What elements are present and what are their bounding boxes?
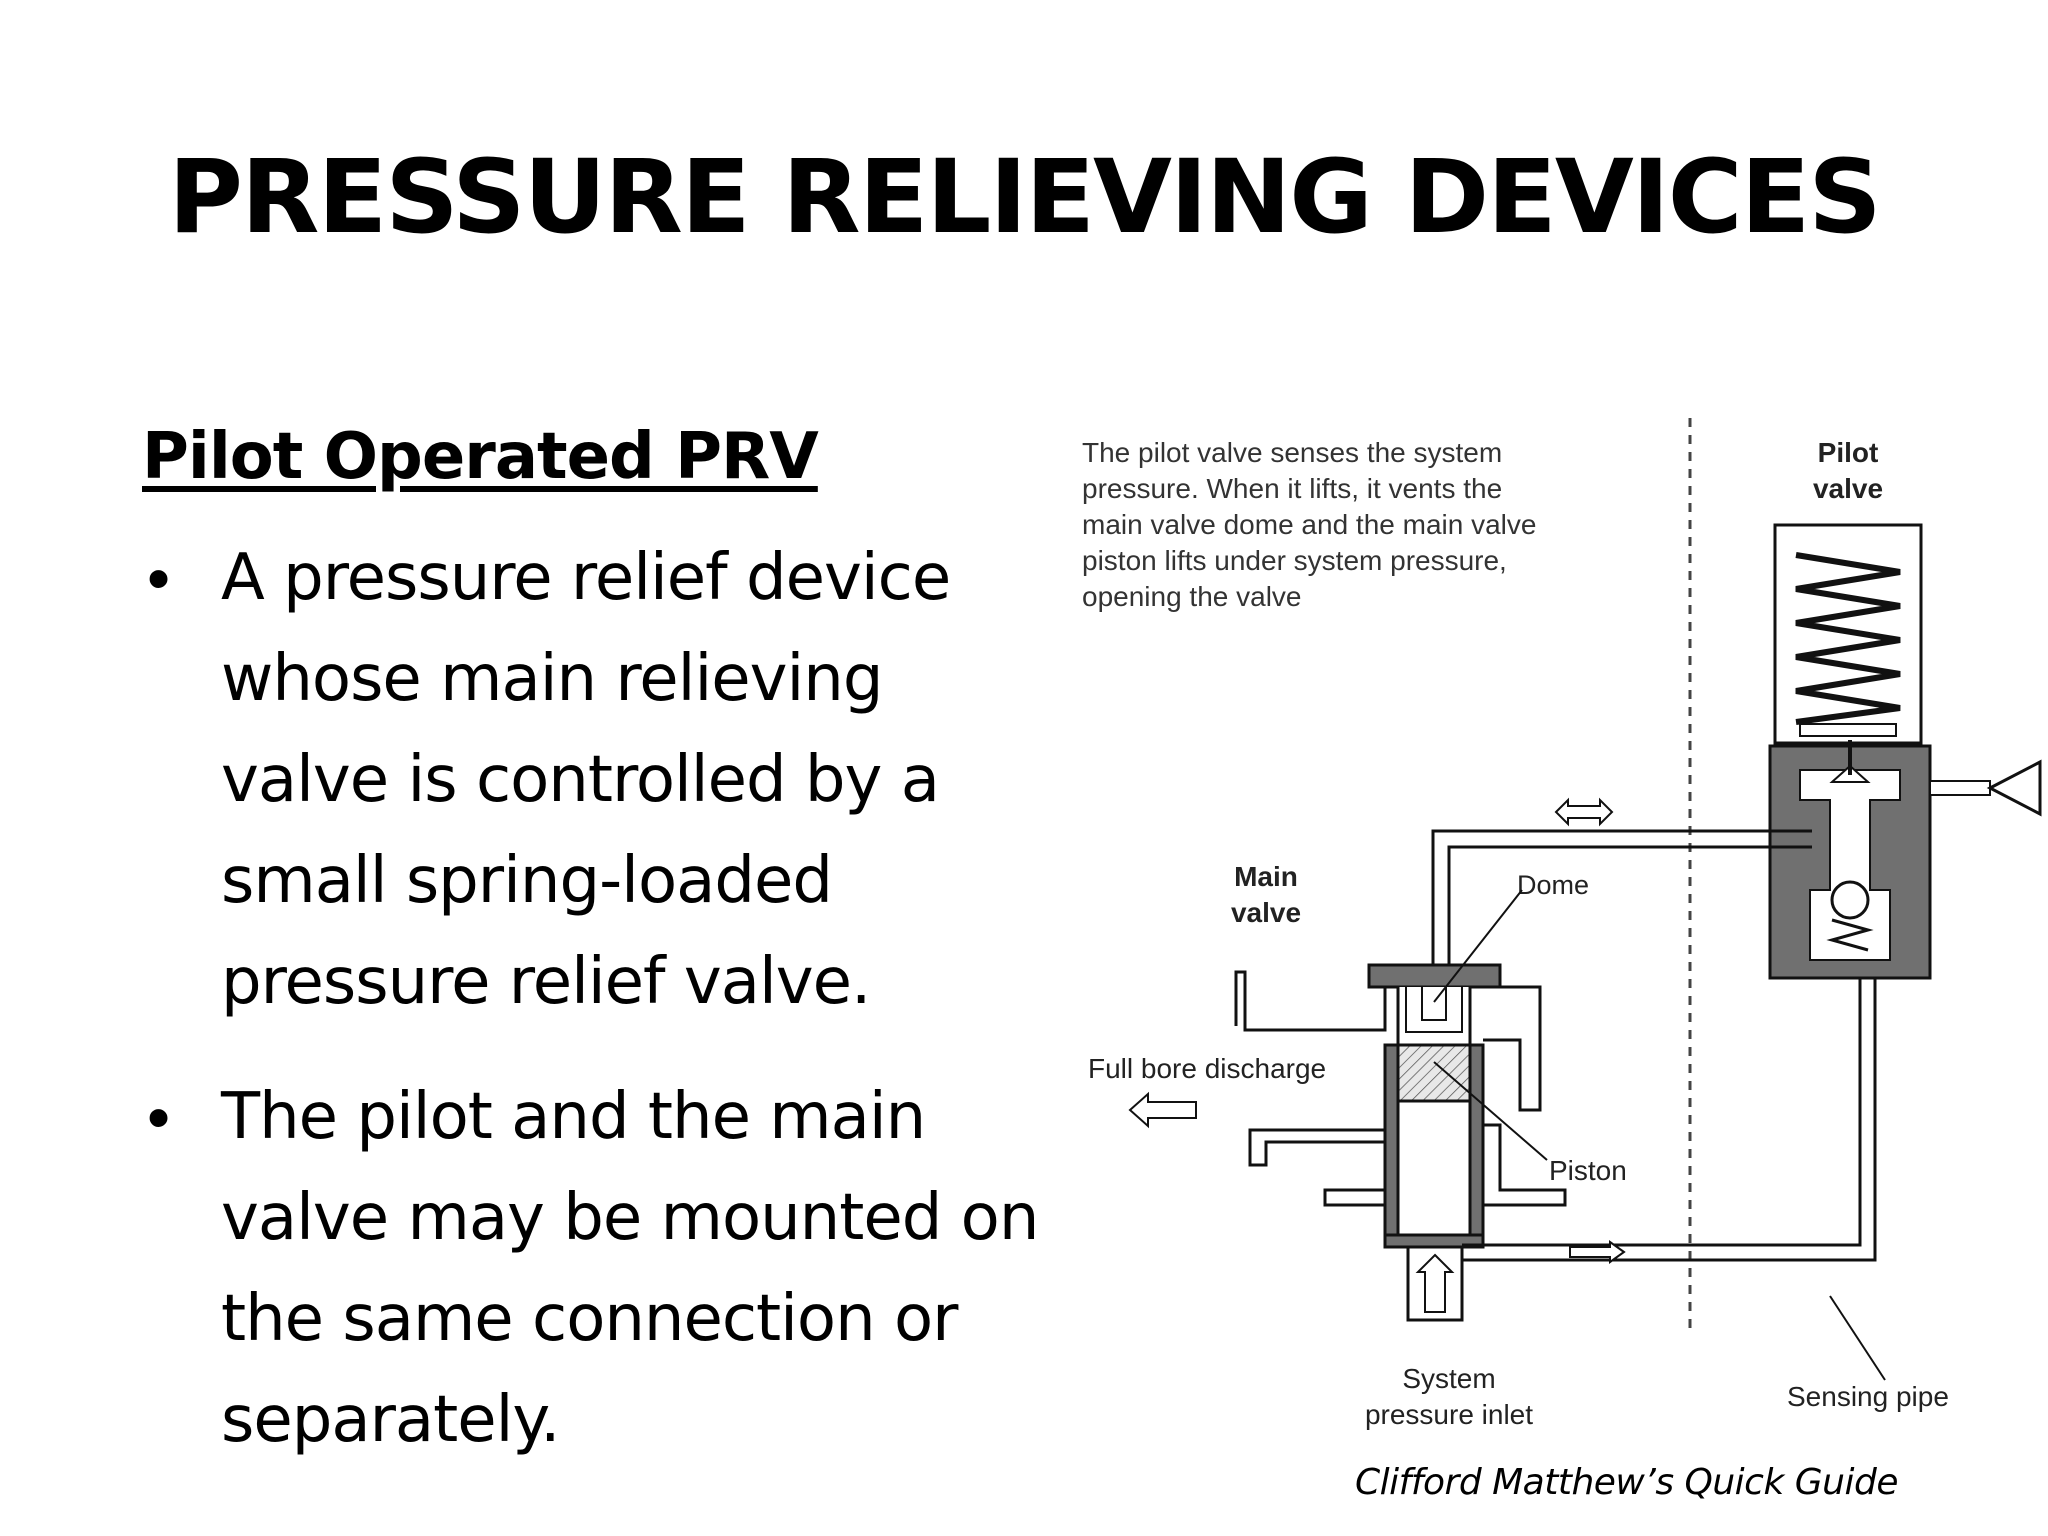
spring-icon [1795, 552, 1901, 725]
caption-line: piston lifts under system pressure, [1082, 545, 1507, 576]
caption-line: main valve dome and the main valve [1082, 509, 1536, 540]
discharge-label: Full bore discharge [1088, 1053, 1326, 1084]
sensing-pipe [1462, 978, 1877, 1262]
dome-leader [1433, 889, 1523, 1003]
pilot-valve-label: valve [1813, 473, 1883, 504]
main-valve-label: valve [1231, 897, 1301, 928]
discharge-arrow-icon [1128, 1091, 1197, 1129]
bullet-icon: • [147, 541, 171, 615]
sensing-pipe-label: Sensing pipe [1787, 1381, 1949, 1412]
sensing-leader [1829, 1295, 1886, 1381]
inlet-label: System [1402, 1363, 1495, 1394]
content-column: Pilot Operated PRV • A pressure relief d… [142, 420, 1062, 1505]
inlet-label: pressure inlet [1365, 1399, 1533, 1430]
bullet-item: • The pilot and the main valve may be mo… [142, 1067, 1062, 1471]
main-valve [1234, 963, 1567, 1322]
pilot-valve [1768, 523, 2042, 980]
slide-title: PRESSURE RELIEVING DEVICES [168, 138, 1881, 257]
dome-label: Dome [1517, 870, 1589, 900]
bullet-icon: • [147, 1080, 171, 1154]
inlet-arrow-icon [1415, 1253, 1455, 1313]
subheading: Pilot Operated PRV [142, 420, 819, 494]
bullet-text: A pressure relief device whose main reli… [221, 541, 951, 1019]
sensing-arrow-icon [1569, 1240, 1626, 1264]
dome-pipe [1431, 829, 1812, 965]
bullet-list: • A pressure relief device whose main re… [142, 528, 1062, 1471]
vent-horn-icon [1986, 759, 2042, 817]
piston-label: Piston [1549, 1155, 1627, 1186]
double-arrow-icon [1554, 797, 1614, 827]
pilot-ball [1830, 880, 1870, 920]
pilot-valve-diagram: The pilot valve senses the system pressu… [1082, 418, 2042, 1430]
bullet-text: The pilot and the main valve may be moun… [221, 1080, 1039, 1457]
caption-line: pressure. When it lifts, it vents the [1082, 473, 1502, 504]
piston [1396, 1043, 1472, 1103]
piston-leader [1433, 1061, 1548, 1161]
main-valve-label: Main [1234, 861, 1298, 892]
caption-line: opening the valve [1082, 581, 1302, 612]
caption-line: The pilot valve senses the system [1082, 437, 1502, 468]
pilot-valve-label: Pilot [1818, 437, 1879, 468]
bullet-item: • A pressure relief device whose main re… [142, 528, 1062, 1033]
source-credit: Clifford Matthew’s Quick Guide [1355, 1462, 1898, 1503]
diagram-caption: The pilot valve senses the system pressu… [1082, 437, 1536, 612]
